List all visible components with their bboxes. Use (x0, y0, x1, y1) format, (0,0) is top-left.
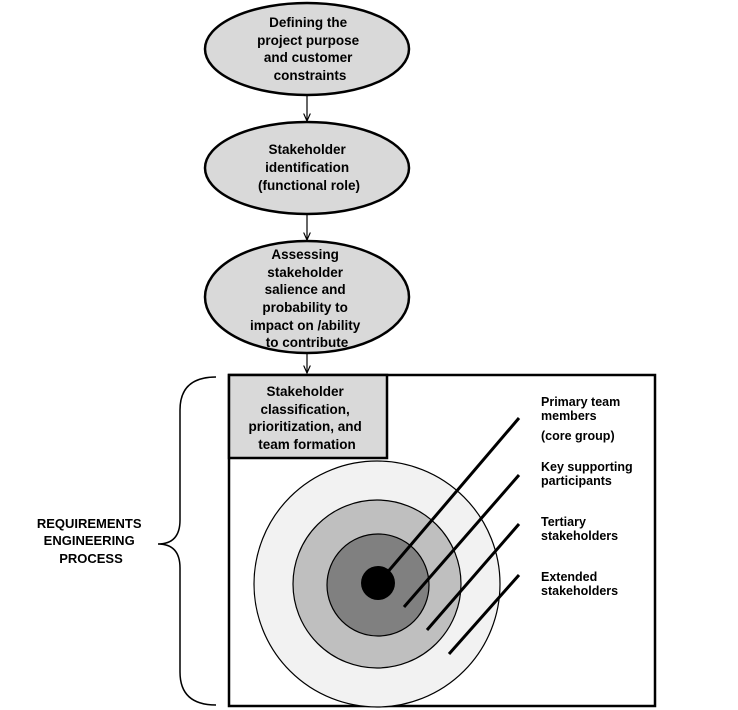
step-defining-purpose: Defining the project purpose and custome… (203, 1, 411, 97)
label-tertiary: Tertiary stakeholders (541, 515, 618, 543)
leader-line-extended (447, 574, 521, 655)
step-assessing-salience-label: Assessing stakeholder salience and proba… (250, 247, 364, 350)
step-stakeholder-identification: Stakeholder identification (functional r… (203, 120, 411, 216)
leader-line-primary (384, 417, 521, 575)
step-classification-label: Stakeholder classification, prioritizati… (248, 384, 365, 452)
label-key-supporting: Key supporting participants (541, 460, 636, 488)
label-extended: Extended stakeholders (541, 570, 618, 598)
requirements-engineering-label: REQUIREMENTS ENGINEERING PROCESS (37, 516, 145, 566)
step-stakeholder-identification-label: Stakeholder identification (functional r… (258, 142, 360, 193)
step-assessing-salience: Assessing stakeholder salience and proba… (203, 239, 411, 355)
leader-line-key (402, 474, 521, 608)
step-classification-box: Stakeholder classification, prioritizati… (227, 373, 389, 460)
process-brace (157, 376, 217, 706)
label-primary-team: Primary team members (core group) (541, 395, 624, 443)
leader-line-tertiary (425, 523, 521, 631)
step-defining-purpose-label: Defining the project purpose and custome… (257, 15, 363, 83)
ring-core-group (361, 566, 395, 600)
